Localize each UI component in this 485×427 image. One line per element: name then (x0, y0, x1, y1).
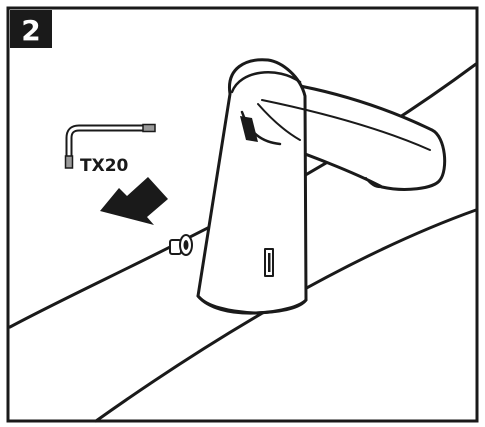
faucet-base (196, 294, 308, 315)
faucet-shade (240, 116, 258, 142)
faucet-icon (196, 58, 447, 315)
spout-joint-curve-2 (257, 103, 301, 141)
step-badge-box (10, 10, 52, 48)
step-number: 2 (21, 14, 40, 47)
allen-key-icon (64, 123, 156, 169)
tool-label: TX20 (80, 156, 129, 176)
spout-outlet (365, 177, 383, 189)
screw-icon (169, 234, 193, 256)
allen-key-tip-short (64, 155, 74, 169)
spout-top-line (261, 99, 431, 151)
allen-key-tip-long (142, 123, 156, 133)
faucet-cap-edge (230, 71, 302, 94)
sensor-window-inner (268, 253, 271, 272)
step-badge: 2 (10, 10, 52, 48)
screw-socket (183, 240, 189, 250)
allen-key-fill (67, 126, 155, 156)
arrow-icon (100, 177, 168, 225)
